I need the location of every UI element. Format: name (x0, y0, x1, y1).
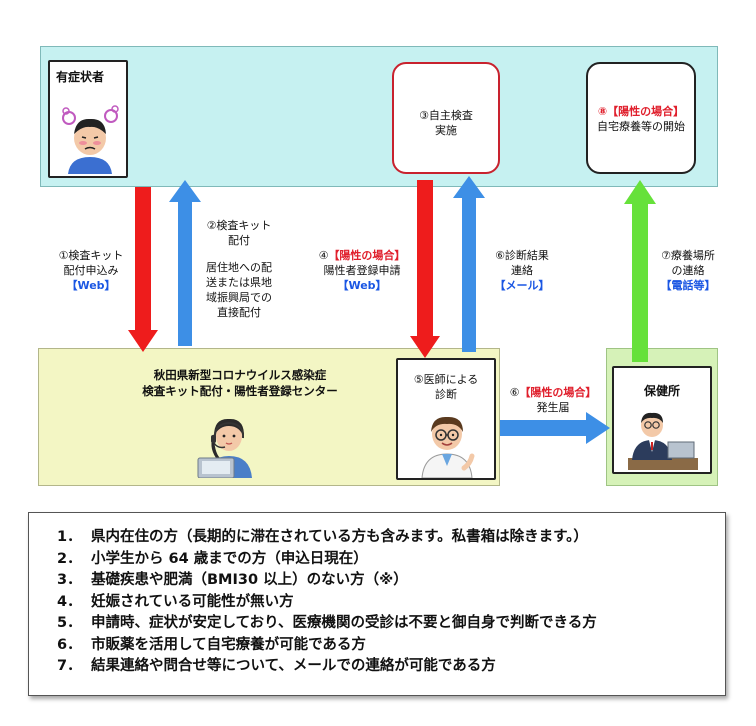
step6-line2: 連絡 (511, 264, 533, 277)
step2-note3: 域振興局での (206, 291, 272, 304)
symptomatic-person-box: 有症状者 (48, 60, 128, 178)
step4-label: ④【陽性の場合】 陽性者登録申請 【Web】 (310, 248, 414, 293)
step1-label: ①検査キット 配付申込み 【Web】 (50, 248, 132, 293)
condition-num: 6． (57, 636, 82, 653)
home-care-text: 自宅療養等の開始 (597, 120, 685, 133)
arrow-step6b-right (500, 412, 610, 444)
step6-line1: ⑥診断結果 (495, 249, 549, 262)
step6b-label: ⑥【陽性の場合】 発生届 (496, 385, 610, 415)
health-center-box: 保健所 (612, 366, 712, 474)
symptomatic-person-label: 有症状者 (56, 70, 105, 84)
arrow-step7-up (624, 180, 656, 362)
doctor-icon (421, 416, 475, 478)
step1-line2: 配付申込み (63, 264, 119, 277)
condition-num: 1． (57, 529, 82, 545)
arrow-step6-up (453, 176, 485, 352)
condition-text: 妊娠されている可能性が無い方 (91, 593, 294, 610)
home-care-box: ⑧【陽性の場合】 自宅療養等の開始 (586, 62, 696, 174)
step1-line1: ①検査キット (58, 249, 124, 262)
step2-note4: 直接配付 (217, 306, 261, 319)
self-test-box: ③自主検査 実施 (392, 62, 500, 174)
home-care-num: ⑧ (597, 105, 608, 118)
step6b-text: 発生届 (536, 401, 570, 414)
step6b-header: ⑥【陽性の場合】 (496, 385, 610, 400)
step6b-num: ⑥ (509, 386, 520, 399)
home-care-if-positive: 【陽性の場合】 (607, 105, 685, 118)
step6-channel: 【メール】 (494, 279, 550, 292)
condition-item-6: 6． 市販薬を活用して自宅療養が可能である方 (57, 635, 725, 657)
self-test-sub-label: 実施 (435, 124, 457, 137)
condition-item-7: 7． 結果連絡や問合せ等について、メールでの連絡が可能である方 (57, 656, 725, 678)
step7-line1: ⑦療養場所 (661, 249, 715, 262)
step4-header: ④【陽性の場合】 (310, 248, 414, 263)
condition-text: 基礎疾患や肥満（BMI30 以上）のない方（※） (91, 572, 408, 588)
step4-num: ④ (318, 249, 329, 262)
condition-num: 7． (57, 658, 82, 674)
step1-channel: 【Web】 (66, 279, 116, 292)
arrow-step4-down (410, 180, 440, 358)
doctor-label-line2: 診断 (435, 388, 457, 401)
office-worker-icon (628, 412, 698, 470)
step4-text: 陽性者登録申請 (323, 264, 401, 277)
condition-num: 5． (57, 615, 82, 631)
arrow-step1-down (128, 187, 158, 352)
condition-item-5: 5． 申請時、症状が安定しており、医療機関の受診は不要と御自身で判断できる方 (57, 613, 725, 635)
call-center-operator-icon (197, 418, 252, 478)
sick-person-icon (62, 105, 119, 174)
condition-num: 3． (57, 572, 82, 588)
condition-text: 小学生から 64 歳までの方（申込日現在） (91, 550, 368, 567)
center-title-line1: 秋田県新型コロナウイルス感染症 (153, 368, 327, 382)
condition-text: 結果連絡や問合せ等について、メールでの連絡が可能である方 (91, 658, 496, 674)
home-care-positive-label: ⑧【陽性の場合】 (588, 104, 694, 119)
eligibility-conditions-box: 1． 県内在住の方（長期的に滞在されている方も含みます。私書箱は除きます。） 2．… (28, 512, 726, 696)
step7-line2: の連絡 (671, 264, 705, 277)
step7-channel: 【電話等】 (660, 279, 716, 292)
condition-text: 市販薬を活用して自宅療養が可能である方 (91, 636, 366, 653)
condition-item-1: 1． 県内在住の方（長期的に滞在されている方も含みます。私書箱は除きます。） (57, 527, 725, 549)
step7-label: ⑦療養場所 の連絡 【電話等】 (652, 248, 724, 293)
condition-num: 2． (57, 550, 82, 567)
step2-line1: ②検査キット (206, 219, 272, 232)
step2-note1: 居住地への配 (206, 261, 272, 274)
doctor-label-line1: ⑤医師による (413, 373, 479, 386)
step4-if-positive: 【陽性の場合】 (328, 249, 406, 262)
step2-line2: 配付 (228, 234, 250, 247)
step4-channel: 【Web】 (337, 279, 387, 292)
arrow-step2-up (169, 180, 201, 346)
center-title-line2: 検査キット配付・陽性者登録センター (142, 384, 338, 398)
condition-item-2: 2． 小学生から 64 歳までの方（申込日現在） (57, 549, 725, 571)
step6b-if-positive: 【陽性の場合】 (519, 386, 597, 399)
condition-text: 申請時、症状が安定しており、医療機関の受診は不要と御自身で判断できる方 (91, 615, 597, 631)
condition-item-4: 4． 妊娠されている可能性が無い方 (57, 592, 725, 614)
step2-note2: 送または県地 (206, 276, 272, 289)
doctor-box: ⑤医師による 診断 (396, 358, 496, 480)
self-test-label: ③自主検査 (419, 109, 473, 122)
step6-label: ⑥診断結果 連絡 【メール】 (484, 248, 560, 293)
condition-text: 県内在住の方（長期的に滞在されている方も含みます。私書箱は除きます。） (91, 529, 588, 545)
step2-label: ②検査キット 配付 居住地への配 送または県地 域振興局での 直接配付 (198, 218, 280, 320)
condition-item-3: 3． 基礎疾患や肥満（BMI30 以上）のない方（※） (57, 570, 725, 592)
health-center-label: 保健所 (643, 384, 680, 398)
center-title: 秋田県新型コロナウイルス感染症 検査キット配付・陽性者登録センター (100, 367, 380, 399)
condition-num: 4． (57, 593, 82, 610)
